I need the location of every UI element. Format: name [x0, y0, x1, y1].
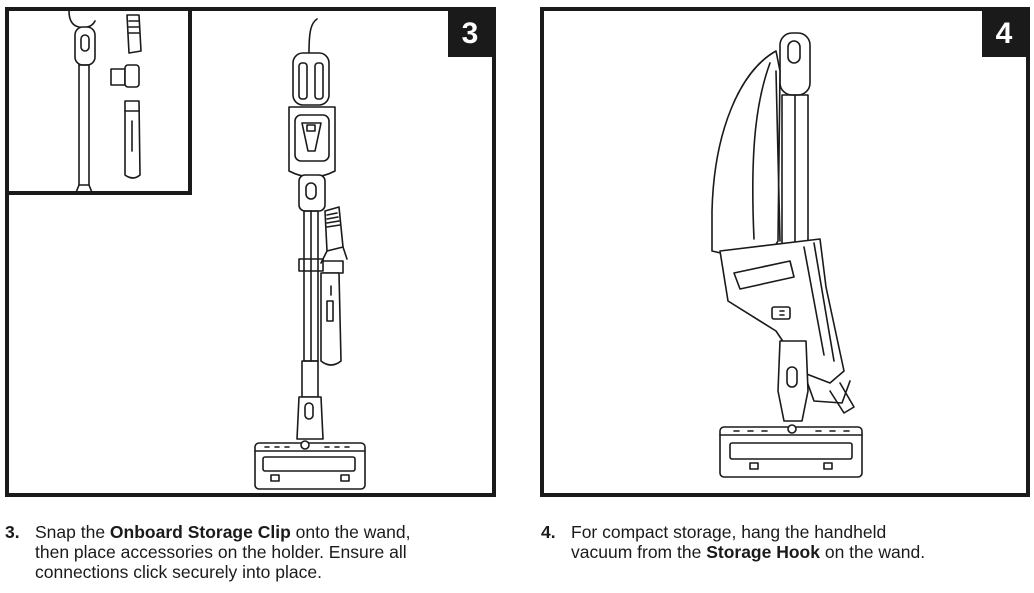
step-3-text: Snap the Onboard Storage Clip onto the w… [35, 522, 410, 582]
step-3-panel: 3 [5, 7, 496, 497]
step-4-line-1: For compact storage, hang the handheld [571, 522, 887, 542]
step-4-text-pre: vacuum from the [571, 542, 707, 562]
step-4-text-post: on the wand. [819, 542, 926, 562]
step-3-line-2: then place accessories on the holder. En… [35, 542, 407, 562]
step-4-panel: 4 [540, 7, 1030, 497]
step-3-line-1: Snap the Onboard Storage Clip onto the w… [35, 522, 410, 542]
vacuum-with-storage-clip-illustration [254, 18, 366, 490]
onboard-storage-clip-term: Onboard Storage Clip [109, 522, 291, 542]
step-3-line-3: connections click securely into place. [35, 562, 322, 582]
storage-hook-term: Storage Hook [706, 542, 820, 562]
accessories-detail-illustration [68, 11, 142, 191]
step-4-badge: 4 [982, 11, 1026, 57]
handheld-on-storage-hook-illustration [711, 32, 863, 478]
step-3-badge: 3 [448, 11, 492, 57]
step-3-text-mid: onto the wand, [290, 522, 411, 542]
step-4-line-2: vacuum from the Storage Hook on the wand… [571, 542, 925, 562]
step-3-text-pre: Snap the [35, 522, 110, 542]
accessories-inset [9, 11, 192, 195]
step-4-text: For compact storage, hang the handheld v… [571, 522, 925, 562]
step-3-number: 3. [5, 522, 20, 542]
step-4-number: 4. [541, 522, 556, 542]
